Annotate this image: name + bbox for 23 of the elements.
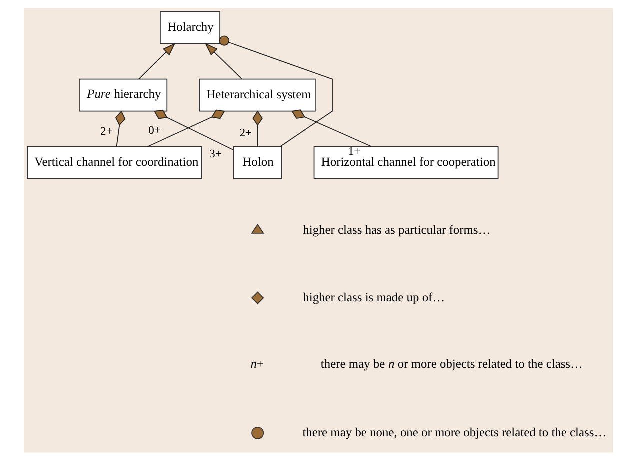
connector	[252, 110, 263, 148]
legend-label: higher class is made up of…	[303, 290, 446, 304]
connector	[154, 110, 234, 151]
edge-label: 1+	[348, 146, 361, 158]
node-box: Heterarchical system	[199, 78, 316, 112]
node-box: Vertical channel for coordination	[27, 146, 202, 180]
edge-label: 2+	[100, 126, 113, 138]
legend-label: there may be none, one or more objects related to the class…	[302, 425, 607, 440]
connector	[147, 110, 226, 148]
edge-label: 0+	[148, 124, 161, 137]
node-box: Pure hierarchy	[80, 78, 168, 112]
legend-label: there may be n or more objects related to the class…	[320, 357, 583, 372]
connector	[115, 110, 126, 148]
connector	[292, 110, 372, 148]
legend-label: higher class has as particular forms…	[303, 222, 491, 237]
edge-label: 3+	[210, 148, 222, 160]
connector	[219, 36, 333, 148]
node-box: Holon	[233, 146, 282, 180]
node-box: Holarchy	[160, 11, 220, 44]
arrow	[204, 43, 243, 80]
label: n+	[250, 357, 264, 372]
edge-label: 2+	[240, 127, 252, 140]
arrow	[138, 43, 176, 80]
